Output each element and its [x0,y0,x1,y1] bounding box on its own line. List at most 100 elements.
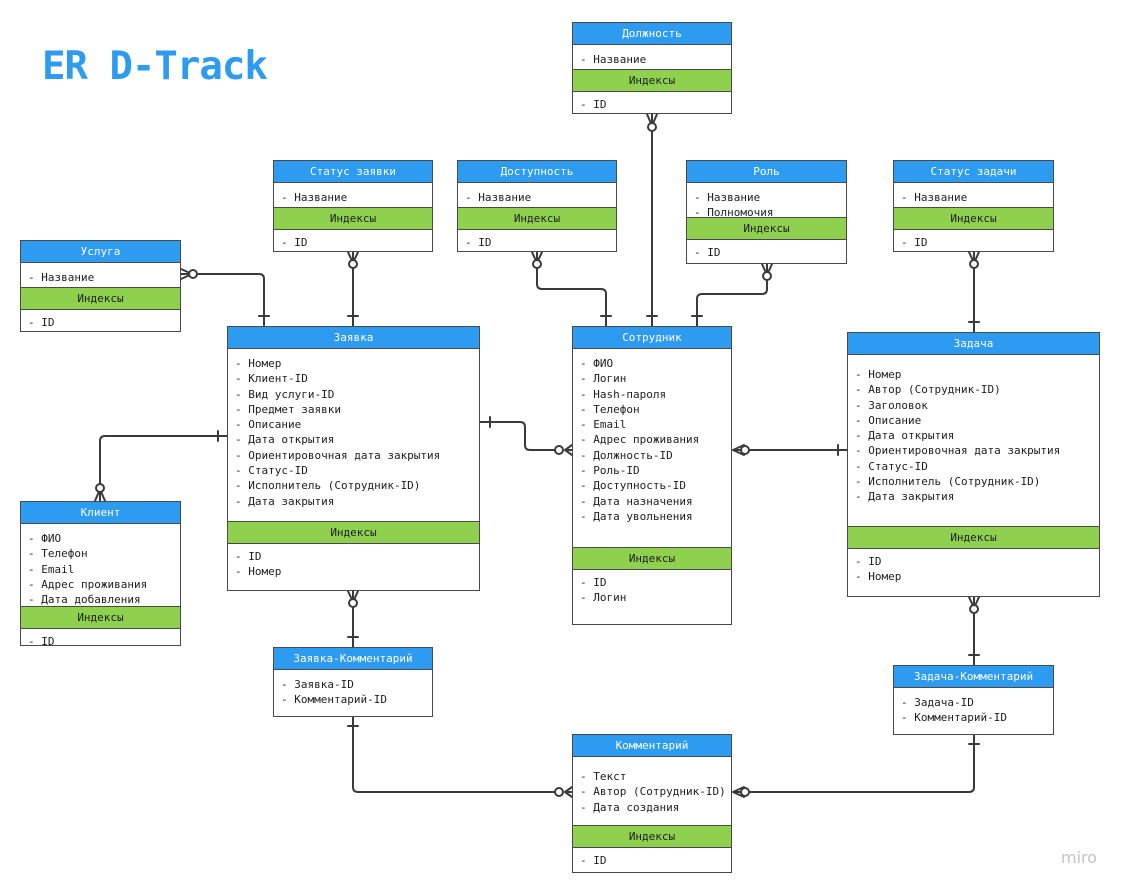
attribute-row: - Текст [580,770,627,783]
entity-zayavka[interactable]: Заявка- Номер- Клиент-ID- Вид услуги-ID-… [227,326,480,591]
entity-header: Должность [573,23,731,45]
entity-header: Комментарий [573,735,731,757]
attribute-row: - Адрес проживания [28,577,148,591]
attribute-row: - Адрес проживания [580,433,700,447]
index-row: - ID [580,98,607,111]
attribute-row: - Комментарий-ID [281,693,387,707]
attribute-row: - Логин [580,372,627,386]
index-header: Индексы [274,207,432,230]
attribute-row: - Телефон [580,402,640,416]
attribute-row: - Дата открытия [235,433,335,447]
attribute-row: - Роль-ID [580,464,640,478]
attribute-row: - Название [281,191,348,204]
index-row: - ID [901,236,928,249]
entity-attributes: - Заявка-ID - Комментарий-ID [274,670,432,708]
index-header: Индексы [573,547,731,570]
index-row: - ID [281,236,308,249]
entity-header: Заявка [228,327,479,349]
attribute-row: - Hash-пароля [580,387,667,401]
index-row: - ID [694,246,721,259]
attribute-row: - Автор (Сотрудник-ID) [580,785,726,799]
entity-indexes: - ID [894,230,1053,251]
attribute-row: - Название [694,191,761,204]
entity-klient[interactable]: Клиент- ФИО- Телефон- Email- Адрес прожи… [20,501,181,649]
index-header: Индексы [573,825,731,848]
relation-zadacha-komm-kommentariy [732,734,980,798]
attribute-row: - Исполнитель (Сотрудник-ID) [855,475,1041,489]
index-row: - ID [235,550,262,563]
index-header: Индексы [21,287,180,310]
entity-attributes: - Текст - Автор (Сотрудник-ID)- Дата созд… [573,757,731,825]
relation-dolzhnost-sotrudnik [646,113,658,327]
attribute-row: - Номер [855,368,902,381]
attribute-row: - Описание [235,418,302,432]
relation-dostupnost-sotrudnik [531,251,612,327]
entity-attributes: - Название [894,183,1053,207]
entity-indexes: - ID [573,848,731,872]
entity-attributes: - Название [21,263,180,287]
entity-zayavka-komm[interactable]: Заявка-Комментарий- Заявка-ID- Комментар… [273,647,433,717]
entity-attributes: - Название - Полномочия [687,183,846,220]
entity-indexes: - ID- Логин [573,570,731,624]
miro-watermark: miro [1061,848,1098,867]
entity-header: Задача [848,333,1099,355]
attribute-row: - Телефон [28,547,88,561]
attribute-row: - Название [465,191,532,204]
diagram-title: ER D-Track [42,44,268,89]
relation-zayavka-zayavka-komm [347,590,359,648]
attribute-row: - Заявка-ID [281,678,354,691]
relation-status-zadachi-zadacha [968,251,980,333]
attribute-row: - Доступность-ID [580,479,686,493]
attribute-row: - ФИО [580,357,614,370]
attribute-row: - Ориентировочная дата закрытия [855,444,1061,458]
attribute-row: - Комментарий-ID [901,711,1007,725]
entity-kommentariy[interactable]: Комментарий - Текст - Автор (Сотрудник-ID)… [572,734,732,873]
attribute-row: - Название [28,271,95,284]
relation-zayavka-sotrudnik [479,416,573,456]
attribute-row: - Заголовок [855,398,928,412]
attribute-row: - Дата назначения [580,494,693,508]
index-row: - ID [465,236,492,249]
index-row: - ID [28,635,55,648]
index-header: Индексы [894,207,1053,230]
entity-header: Статус заявки [274,161,432,183]
index-header: Индексы [458,207,616,230]
entity-indexes: - ID [687,240,846,263]
entity-zadacha-komm[interactable]: Задача-Комментарий- Задача-ID- Комментар… [893,665,1054,735]
entity-attributes: - Название [274,183,432,207]
entity-zadacha[interactable]: Задача - Номер - Автор (Сотрудник-ID)- Заг… [847,332,1100,597]
attribute-row: - Должность-ID [580,448,673,462]
attribute-row: - Клиент-ID [235,372,308,386]
entity-sotrudnik[interactable]: Сотрудник- ФИО- Логин- Hash-пароля- Теле… [572,326,732,625]
entity-header: Задача-Комментарий [894,666,1053,688]
attribute-row: - Статус-ID [855,459,928,473]
attribute-row: - Дата создания [580,800,680,814]
index-header: Индексы [848,526,1099,549]
relation-rol-sotrudnik [691,263,773,327]
index-row: - ID [855,555,882,568]
attribute-row: - Название [580,53,647,66]
index-row: - Номер [855,570,902,584]
attribute-row: - Название [901,191,968,204]
entity-indexes: - ID [573,92,731,113]
entity-header: Услуга [21,241,180,263]
entity-attributes: - Название [458,183,616,207]
attribute-row: - Дата открытия [855,429,955,443]
index-header: Индексы [21,606,180,629]
entity-attributes: - Задача-ID- Комментарий-ID [894,688,1053,726]
relation-status-zayavki-zayavka [347,251,359,327]
attribute-row: - Полномочия [694,206,774,220]
entity-attributes: - Номер - Автор (Сотрудник-ID)- Заголовок… [848,355,1099,526]
entity-attributes: - ФИО- Логин- Hash-пароля- Телефон- Emai… [573,349,731,547]
entity-indexes: - ID [458,230,616,251]
entity-indexes: - ID [21,629,180,649]
index-row: - ID [580,576,607,589]
attribute-row: - Автор (Сотрудник-ID) [855,383,1001,397]
relation-zadacha-sotrudnik [732,444,848,456]
